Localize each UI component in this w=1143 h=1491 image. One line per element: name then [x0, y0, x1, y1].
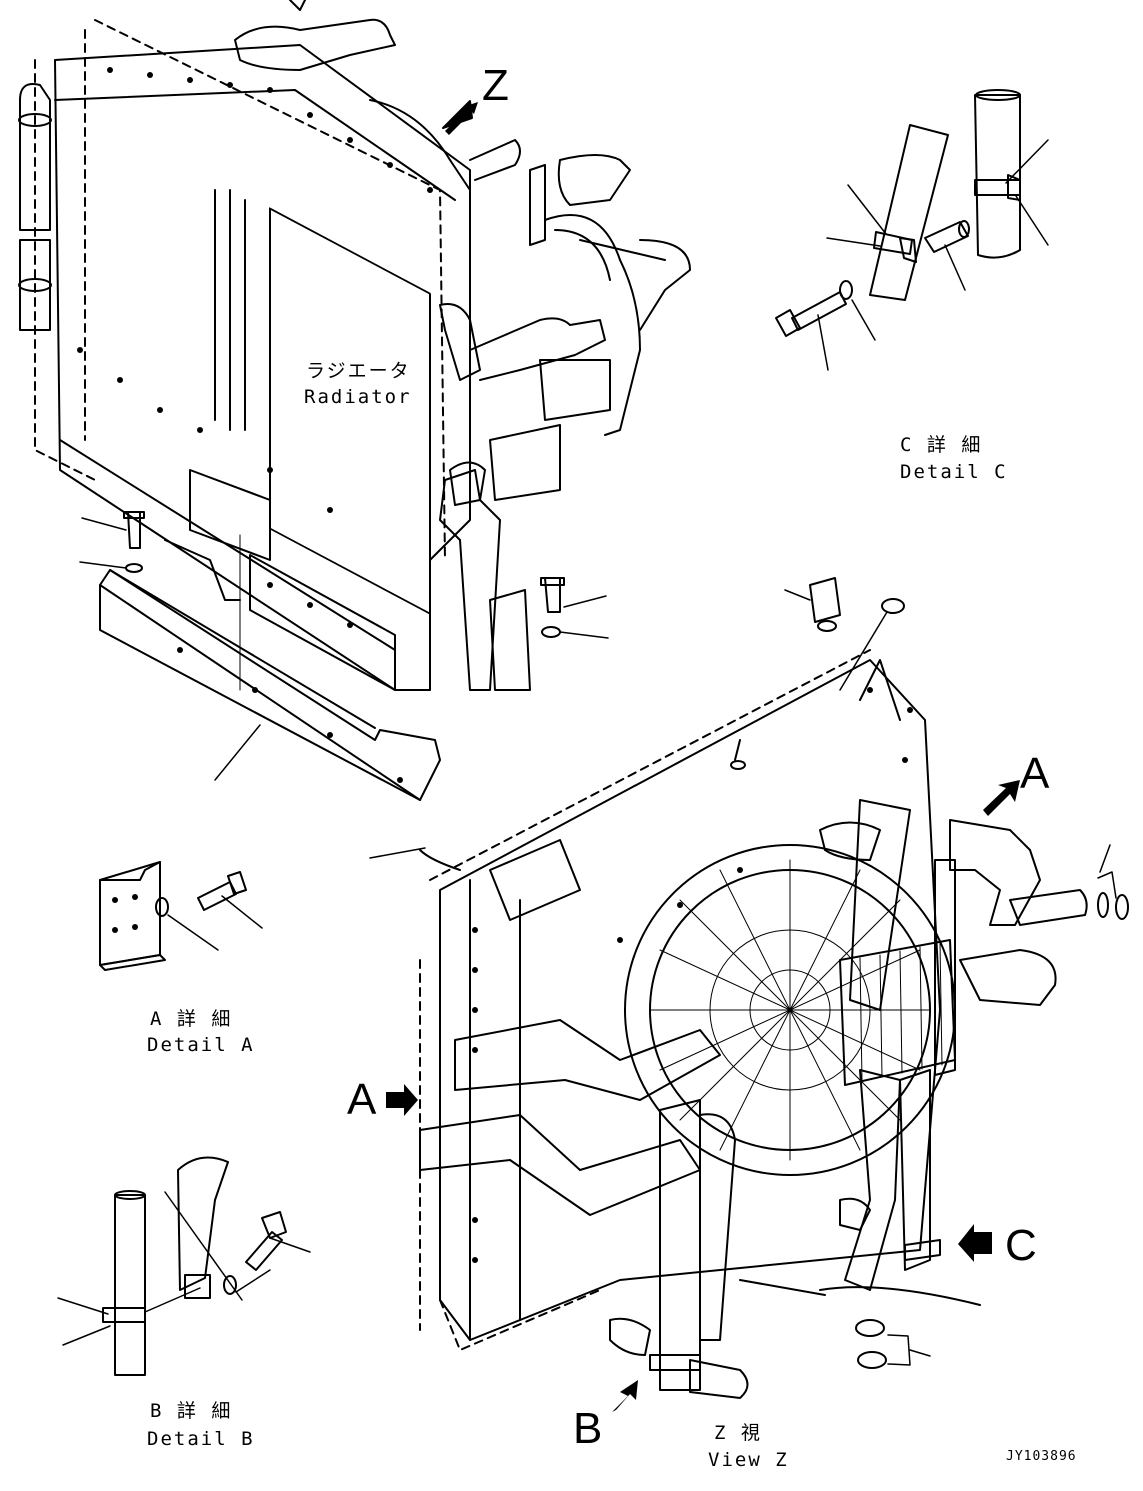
view-marker-c: C: [1005, 1221, 1037, 1270]
radiator-top-view: [18, 0, 691, 801]
detail-c-drawing: [775, 89, 1049, 371]
detail-a-label-en: Detail A: [147, 1034, 255, 1056]
view-marker-a-left: A: [347, 1075, 377, 1124]
view-z-label-jp: Z 視: [714, 1422, 762, 1444]
detail-a-label-jp: A 詳 細: [150, 1008, 233, 1030]
view-marker-a-top: A: [1020, 749, 1050, 798]
detail-c-label-en: Detail C: [900, 461, 1008, 483]
radiator-label-jp: ラジエータ: [306, 360, 411, 382]
view-marker-z: Z: [482, 61, 509, 110]
detail-b-drawing: [57, 1156, 311, 1376]
detail-c-label-jp: C 詳 細: [900, 434, 983, 456]
detail-a-drawing: [99, 861, 263, 971]
detail-b-label-jp: B 詳 細: [150, 1400, 233, 1422]
radiator-label-en: Radiator: [304, 386, 412, 408]
drawing-id: JY103896: [1006, 1449, 1077, 1464]
view-marker-b: B: [573, 1404, 603, 1453]
view-z-drawing: [369, 577, 1129, 1412]
view-z-label-en: View Z: [708, 1449, 789, 1471]
detail-b-label-en: Detail B: [147, 1428, 255, 1450]
